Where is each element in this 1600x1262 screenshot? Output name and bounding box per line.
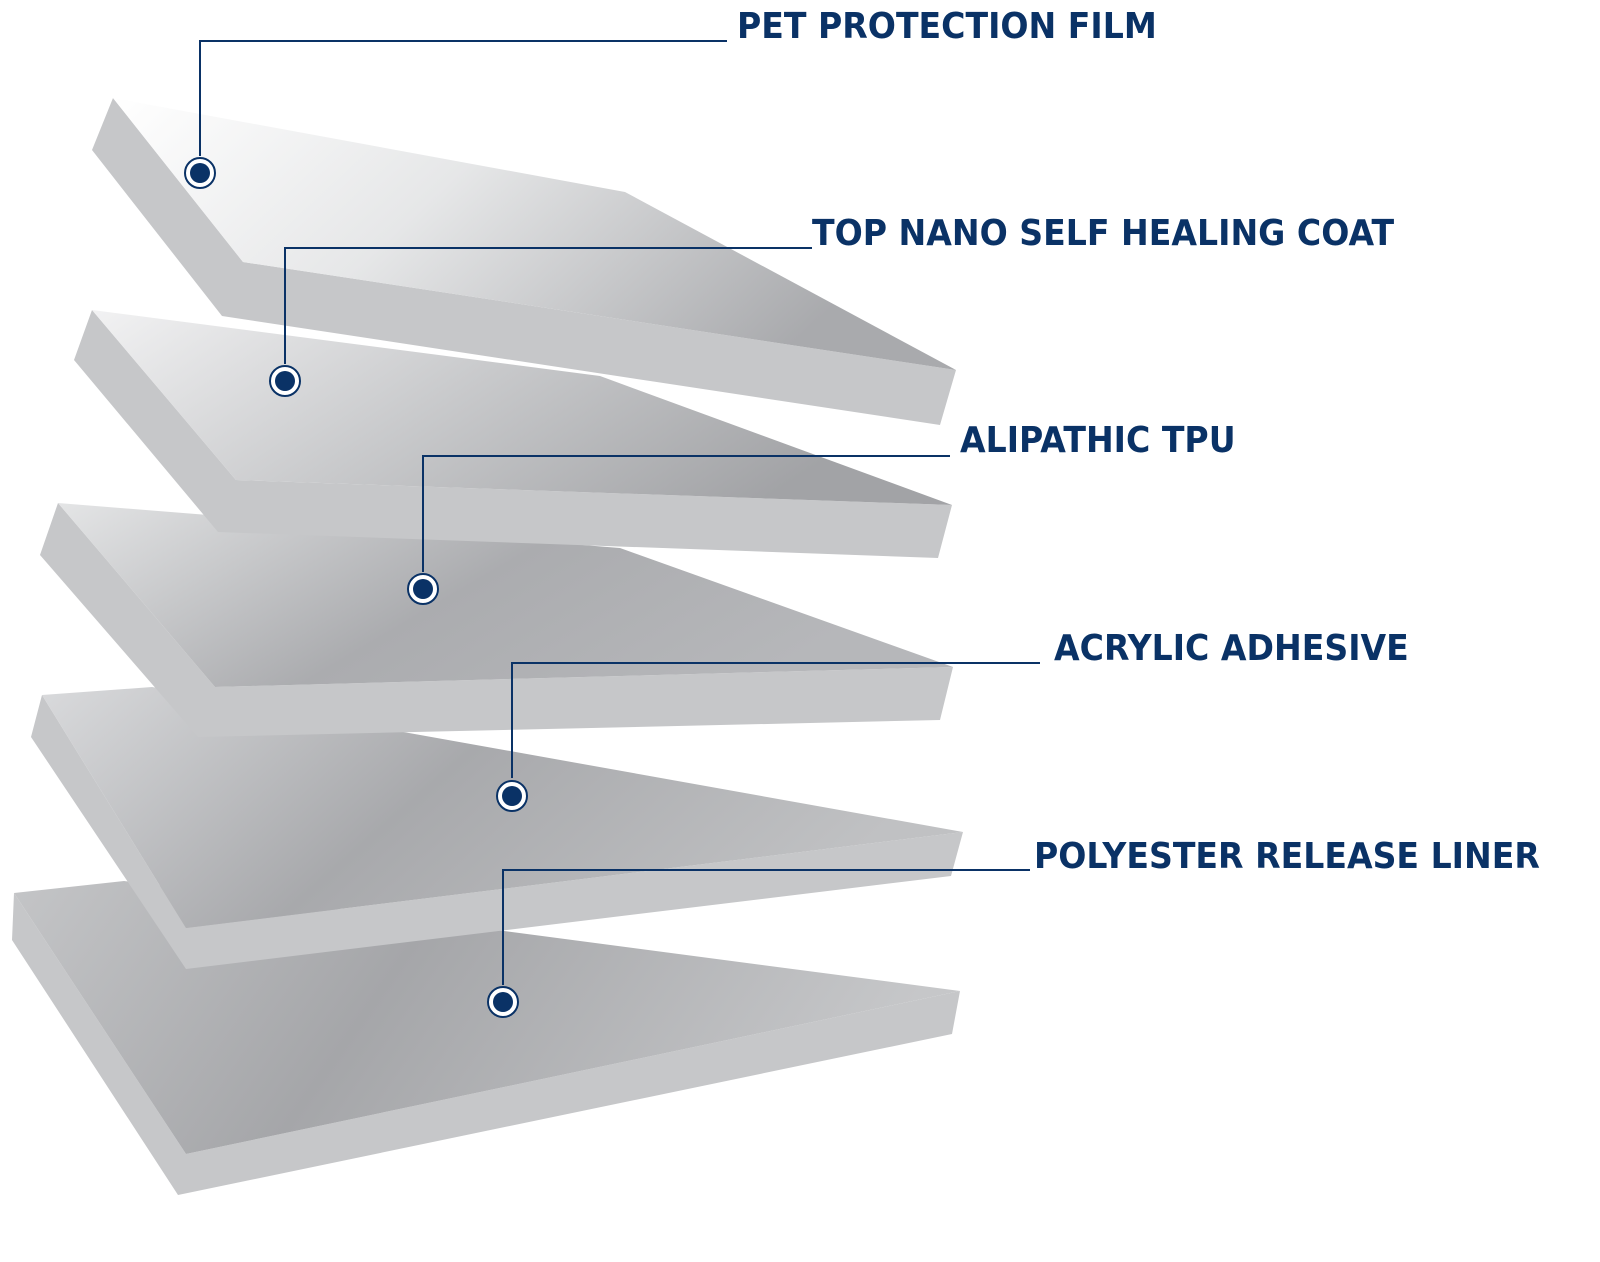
layer-slab-side	[92, 98, 956, 425]
dot-marker-icon	[407, 573, 439, 605]
dot-marker-icon	[184, 157, 216, 189]
label-alipathic-tpu: ALIPATHIC TPU	[960, 420, 1236, 461]
layer-slab-pet-protection-film	[92, 98, 956, 425]
layer-slab-top	[113, 98, 956, 370]
leader-line-top-nano-self-healing-coat	[284, 247, 812, 364]
layer-slab-side	[31, 695, 963, 969]
layer-slab-side	[12, 893, 960, 1195]
leader-line-polyester-release-liner	[502, 869, 1030, 985]
dot-marker-icon	[269, 365, 301, 397]
layer-slab-side	[74, 310, 952, 558]
layer-slab-top	[58, 503, 953, 687]
leader-line-acrylic-adhesive	[511, 662, 1040, 778]
label-polyester-release-liner: POLYESTER RELEASE LINER	[1034, 836, 1540, 877]
layer-slab-alipathic-tpu	[40, 503, 953, 737]
label-top-nano-self-healing-coat: TOP NANO SELF HEALING COAT	[812, 213, 1395, 254]
dot-marker-icon	[496, 780, 528, 812]
dot-marker-icon	[487, 986, 519, 1018]
label-acrylic-adhesive: ACRYLIC ADHESIVE	[1054, 628, 1409, 669]
leader-line-pet-protection-film	[199, 40, 727, 156]
leader-line-alipathic-tpu	[422, 455, 950, 572]
layer-slab-side	[40, 503, 953, 737]
label-pet-protection-film: PET PROTECTION FILM	[737, 6, 1157, 47]
